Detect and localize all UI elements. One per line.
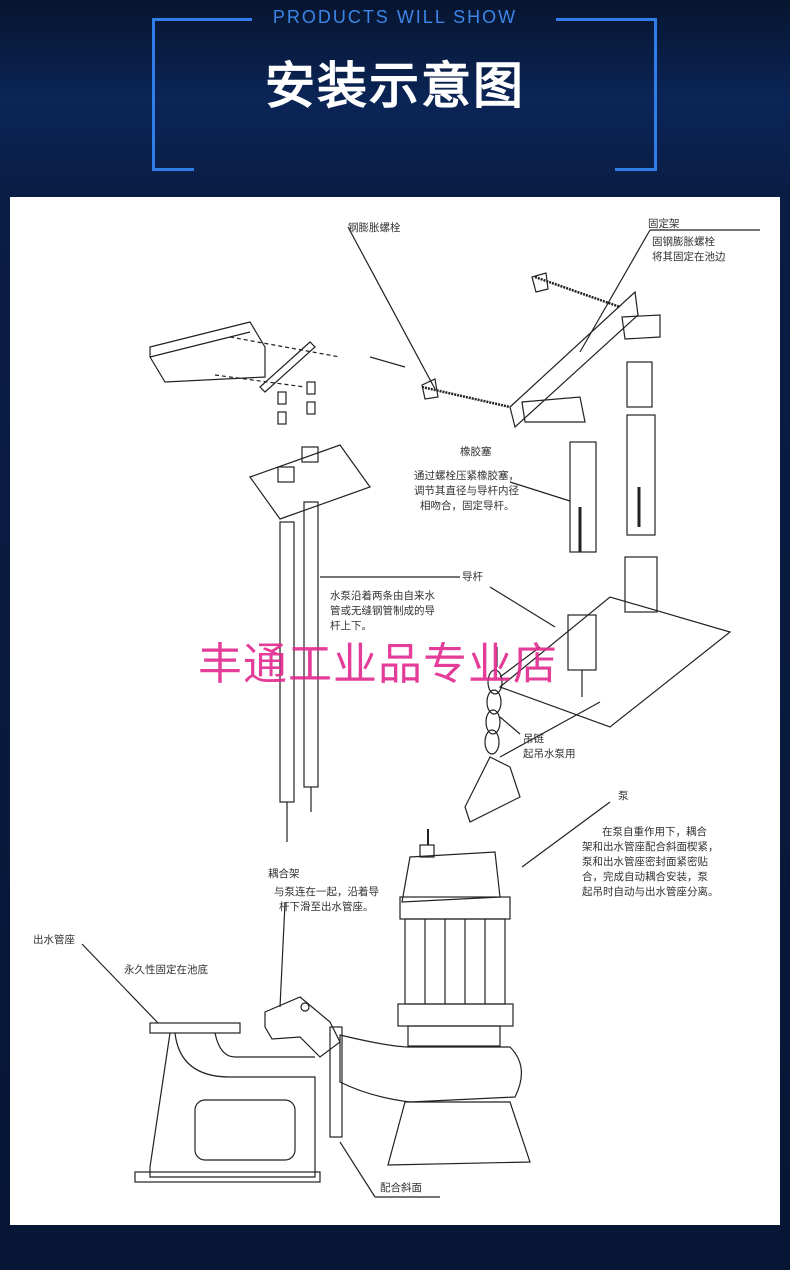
desc-line: 与泵连在一起，沿着导 — [274, 886, 379, 898]
label-pump-desc: 在泵自重作用下，耦合 架和出水管座配合斜面楔紧， 泵和出水管座密封面紧密贴 合，… — [582, 825, 719, 900]
label-coupling-desc: 与泵连在一起，沿着导 杆下滑至出水管座。 — [274, 885, 379, 915]
label-guide-rod: 导杆 — [462, 571, 483, 583]
right-guide-rods — [489, 361, 732, 728]
desc-line: 在泵自重作用下，耦合 — [602, 826, 707, 838]
label-fixed-bracket: 固定架 — [648, 218, 680, 230]
desc-line: 相吻合，固定导杆。 — [420, 500, 515, 512]
frame-line — [152, 18, 252, 21]
wall-block — [149, 321, 266, 383]
frame-line — [152, 168, 194, 171]
frame-line — [152, 18, 155, 171]
label-guide-rod-desc: 水泵沿着两条由自来水 管或无缝钢管制成的导 杆上下。 — [330, 589, 435, 634]
chain-desc: 起吊水泵用 — [523, 748, 576, 760]
label-outlet-seat-desc: 永久性固定在池底 — [124, 964, 208, 976]
label-pump: 泵 — [618, 790, 629, 802]
lifting-chain — [464, 646, 601, 823]
frame-line — [654, 18, 657, 171]
chain-title: 吊链 — [523, 733, 544, 745]
label-rubber-plug-desc: 通过螺栓压紧橡胶塞， 调节其直径与导杆内径 相吻合，固定导杆。 — [414, 469, 519, 514]
desc-line: 固钢膨胀螺栓 — [652, 236, 715, 248]
frame-line — [615, 168, 657, 171]
label-chain: 吊链 起吊水泵用 — [523, 732, 576, 762]
desc-line: 水泵沿着两条由自来水 — [330, 590, 435, 602]
desc-line: 架和出水管座配合斜面楔紧， — [582, 841, 719, 853]
label-expansion-bolt: 钢膨胀螺栓 — [348, 222, 401, 234]
arrow-line — [369, 356, 406, 368]
plate — [249, 444, 371, 520]
label-fixed-bracket-desc: 固钢膨胀螺栓 将其固定在池边 — [652, 235, 726, 265]
label-outlet-seat: 出水管座 — [33, 934, 75, 946]
desc-line: 泵和出水管座密封面紧密贴 — [582, 856, 708, 868]
desc-line: 管或无缝钢管制成的导 — [330, 605, 435, 617]
header-title: 安装示意图 — [265, 57, 525, 115]
label-mating-slope: 配合斜面 — [380, 1182, 422, 1194]
left-guide-rods — [277, 446, 460, 842]
installation-diagram: 钢膨胀螺栓 固定架 固钢膨胀螺栓 将其固定在池边 橡胶塞 通过螺栓压紧橡胶塞， … — [10, 197, 780, 1225]
diagram-drawing — [81, 226, 760, 1198]
pump — [339, 801, 611, 1166]
frame-line — [556, 18, 657, 21]
desc-line: 杆上下。 — [330, 620, 372, 632]
right-bracket — [347, 226, 760, 429]
label-rubber-plug: 橡胶塞 — [460, 446, 492, 458]
left-bracket — [214, 336, 341, 425]
label-coupling: 耦合架 — [268, 868, 300, 880]
desc-line: 将其固定在池边 — [652, 251, 726, 263]
desc-line: 合，完成自动耦合安装，泵 — [582, 871, 708, 883]
watermark: 丰通工业品专业店 — [198, 639, 558, 690]
header-subtitle: PRODUCTS WILL SHOW — [272, 7, 518, 27]
desc-line: 起吊时自动与出水管座分离。 — [582, 886, 719, 898]
outlet-seat — [81, 902, 440, 1198]
desc-line: 通过螺栓压紧橡胶塞， — [414, 470, 519, 482]
desc-line: 杆下滑至出水管座。 — [279, 901, 374, 913]
desc-line: 调节其直径与导杆内径 — [414, 485, 519, 497]
